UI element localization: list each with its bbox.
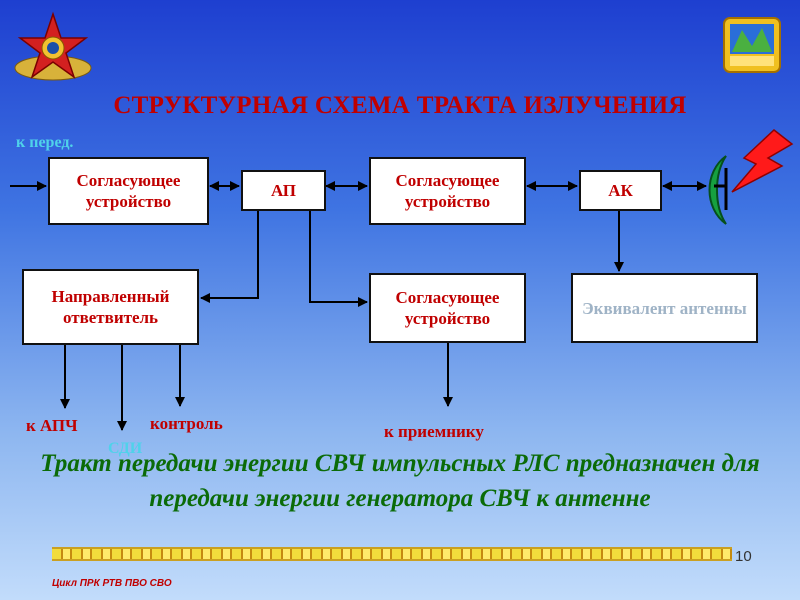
ap-block: АП [241,170,326,211]
sdi-label: СДИ [108,440,143,457]
link-ap-m3 [309,211,368,307]
ornament-border [52,547,732,561]
directional-coupler: Направленный ответвитель [22,269,199,345]
star-emblem-icon [8,10,98,90]
school-emblem-icon [722,16,782,74]
matching-device-1: Согласующее устройство [48,157,209,225]
to-afc-label: к АПЧ [26,416,78,435]
link-ap-coupler [200,211,259,303]
page-number: 10 [735,548,752,565]
caption-text: Тракт передачи энергии СВЧ импульсных РЛ… [40,450,760,512]
footer-text: Цикл ПРК РТВ ПВО СВО [52,578,172,589]
to-transmitter-label: к перед. [16,134,74,151]
ak-block: АК [579,170,662,211]
matching-device-3: Согласующее устройство [369,273,526,343]
matching-device-2: Согласующее устройство [369,157,526,225]
diagram-title: СТРУКТУРНАЯ СХЕМА ТРАКТА ИЗЛУЧЕНИЯ [113,92,687,119]
antenna-dish-icon [700,152,740,228]
dummy-antenna: Эквивалент антенны [571,273,758,343]
control-label: контроль [150,414,223,433]
to-receiver-label: к приемнику [384,422,484,441]
lightning-icon [724,128,794,196]
